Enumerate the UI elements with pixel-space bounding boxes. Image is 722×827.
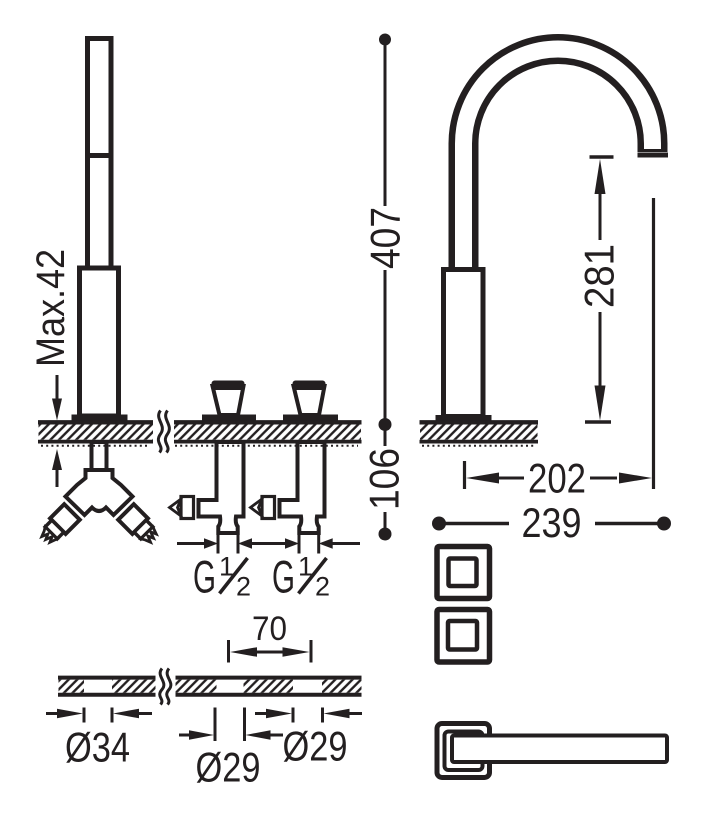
dim-text-281: 281 <box>576 244 623 308</box>
right-handle <box>283 380 338 424</box>
dim-max-thickness: Max.42 <box>29 249 73 487</box>
y-connector <box>62 468 136 518</box>
handle-top-view-1 <box>434 543 493 602</box>
break-tip <box>138 524 160 545</box>
hole-34 <box>84 678 112 694</box>
dim-text-dia34: Ø34 <box>65 724 130 771</box>
dim-text-239: 239 <box>522 499 582 546</box>
spout-body <box>77 265 121 419</box>
thread-num: 1 <box>298 551 313 581</box>
left-handle <box>202 380 256 424</box>
right-valve-body <box>277 440 327 535</box>
handle-lever <box>450 733 669 764</box>
front-view <box>419 34 668 447</box>
gooseneck-spout <box>448 34 668 278</box>
dim-reach-239: 239 <box>432 499 671 546</box>
dim-text-max42: Max.42 <box>29 249 73 367</box>
dim-under-counter-106: 106 <box>361 427 408 541</box>
drilling-plan-section <box>58 667 362 706</box>
left-valve-body <box>196 440 246 535</box>
side-view <box>38 36 362 546</box>
handle-side-view <box>434 721 669 780</box>
thread-label-left: G 1 2 <box>193 551 251 602</box>
spout-base-plate <box>71 414 128 424</box>
break-squiggle <box>163 409 171 454</box>
right-inlet-valve <box>115 501 160 545</box>
spout-column <box>71 36 128 424</box>
countertop-section <box>38 409 362 454</box>
dim-spout-height-281: 281 <box>576 155 623 424</box>
thread-num: 1 <box>219 551 234 581</box>
handle-top-view-2 <box>434 606 493 665</box>
countertop-front <box>419 420 538 447</box>
thread-den: 2 <box>236 571 251 601</box>
below-deck-plumbing <box>39 440 327 546</box>
dim-text-dia29-right: Ø29 <box>283 723 348 770</box>
dim-spacing-70: 70 <box>227 610 313 663</box>
dim-dia-29-right: Ø29 <box>255 707 362 770</box>
thread-den: 2 <box>315 571 330 601</box>
dim-text-106: 106 <box>361 448 408 510</box>
dim-text-407: 407 <box>362 207 409 269</box>
dim-thread-arrows <box>177 534 360 554</box>
break-squiggle <box>158 667 166 706</box>
dim-text-70: 70 <box>252 610 287 648</box>
hole-29-center <box>216 678 244 694</box>
faucet-base-plate <box>435 415 492 425</box>
dim-text-dia29-center: Ø29 <box>196 744 261 791</box>
break-squiggle <box>165 667 173 706</box>
thread-label-right: G 1 2 <box>272 551 330 602</box>
right-valve-side-port <box>248 494 277 521</box>
dim-reach-202: 202 <box>462 198 656 502</box>
faucet-body <box>441 267 486 419</box>
left-valve-side-port <box>167 494 196 521</box>
dim-total-height-407: 407 <box>362 33 409 431</box>
break-tip <box>39 524 60 546</box>
hole-29-right <box>293 678 322 694</box>
left-inlet-valve <box>39 501 83 546</box>
break-squiggle <box>156 409 164 454</box>
handle-top-views <box>434 543 493 665</box>
thread-g: G <box>193 551 216 602</box>
dim-dia-34: Ø34 <box>46 707 152 771</box>
thread-g: G <box>272 551 295 602</box>
dim-dia-29-center: Ø29 <box>179 707 283 791</box>
dim-text-202: 202 <box>528 455 586 502</box>
